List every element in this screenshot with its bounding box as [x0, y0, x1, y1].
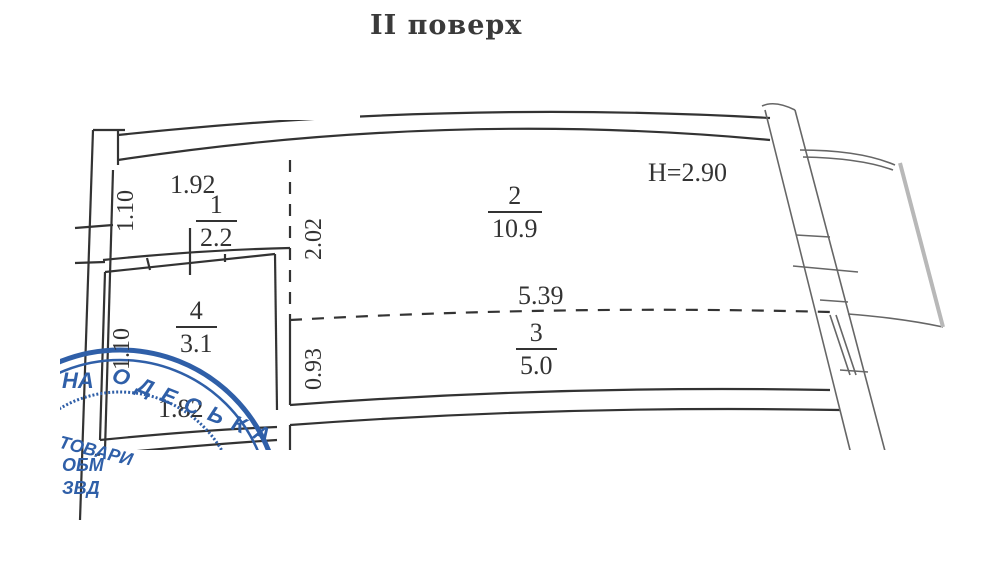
stamp-text-left: НА — [62, 368, 94, 393]
room3-label: 3 5.0 — [516, 320, 557, 379]
stamp-text-line: ОБМ — [62, 455, 104, 475]
room1-label: 1 2.2 — [196, 192, 237, 251]
stamp-text-line: ЗВД — [62, 478, 100, 498]
room-area: 10.9 — [488, 211, 542, 242]
paper-mask — [0, 120, 60, 570]
room-number: 4 — [189, 296, 203, 325]
room-number: 2 — [508, 181, 522, 210]
floor-title: II поверх — [370, 10, 523, 41]
room4-label: 4 3.1 — [176, 298, 217, 357]
paper-mask — [0, 0, 360, 120]
room-area: 2.2 — [196, 220, 237, 251]
room-area: 5.0 — [516, 348, 557, 379]
room-area: 3.1 — [176, 326, 217, 357]
room-number: 3 — [529, 318, 543, 347]
room2-label: 2 10.9 — [488, 183, 542, 242]
paper-mask — [0, 520, 110, 570]
room3-height-dimension: 0.93 — [301, 348, 327, 390]
room1-width-dimension: 1.92 — [170, 170, 216, 199]
paper-mask — [100, 450, 1000, 570]
room2-height-dimension: 2.02 — [301, 218, 327, 260]
room-number: 1 — [209, 190, 223, 219]
room1-height-dimension: 1.10 — [113, 190, 139, 232]
room4-width-dimension: 1.82 — [158, 394, 204, 423]
room2-3-length-dimension: 5.39 — [518, 281, 564, 310]
ceiling-height-label: H=2.90 — [648, 158, 727, 187]
